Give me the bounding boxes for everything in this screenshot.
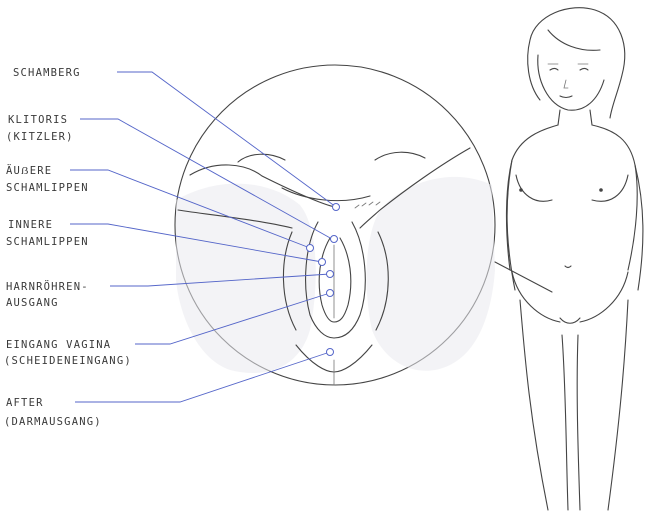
magnified-view (174, 64, 496, 386)
full-body-figure (505, 7, 644, 511)
label-innere: INNERE (8, 219, 53, 231)
label-after: AFTER (6, 397, 44, 409)
label-vagina: EINGANG VAGINA (6, 339, 111, 351)
leader-innere (70, 223, 323, 263)
dot-harnroehre (326, 270, 334, 278)
label-harnroehre-sub: AUSGANG (6, 297, 59, 309)
label-innere-sub: SCHAMLIPPEN (6, 236, 89, 248)
label-harnroehre: HARNRÖHREN- (6, 280, 89, 293)
dot-aeussere (306, 244, 314, 252)
dot-klitoris (330, 235, 338, 243)
leader-vagina (135, 292, 331, 345)
label-vagina-sub: (SCHEIDENEINGANG) (4, 355, 132, 367)
label-dots (306, 203, 340, 356)
dot-after (326, 348, 334, 356)
dot-innere (318, 258, 326, 266)
label-klitoris-sub: (KITZLER) (6, 131, 74, 143)
leader-schamberg (117, 71, 337, 208)
label-schamberg: SCHAMBERG (13, 67, 81, 79)
leader-aeussere (70, 169, 311, 249)
leader-harnroehre (110, 273, 331, 287)
dot-vagina (326, 289, 334, 297)
leader-lines (70, 71, 337, 403)
label-aeussere-sub: SCHAMLIPPEN (6, 182, 89, 194)
label-klitoris: KLITORIS (8, 114, 68, 126)
labels: SCHAMBERG KLITORIS (KITZLER) ÄUẞERE SCHA… (4, 67, 132, 428)
dot-schamberg (332, 203, 340, 211)
zoom-connector (494, 261, 553, 293)
label-aeussere: ÄUẞERE (6, 164, 52, 177)
leader-after (75, 351, 331, 403)
leader-klitoris (80, 118, 333, 240)
label-after-sub: (DARMAUSGANG) (4, 416, 102, 428)
